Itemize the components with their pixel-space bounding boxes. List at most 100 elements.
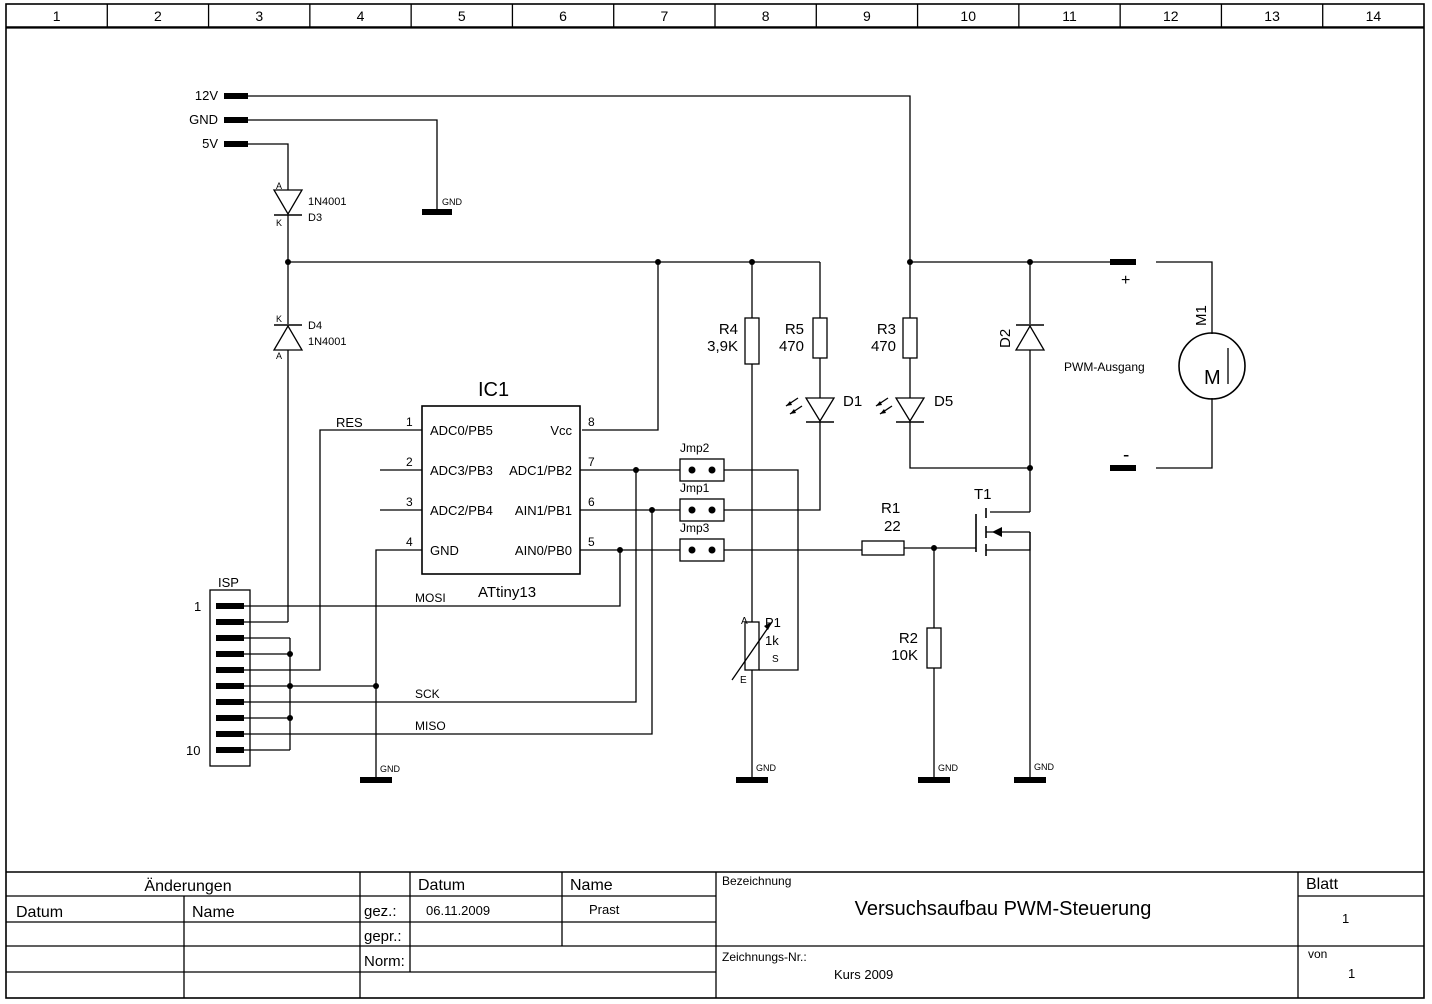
p1-a: A <box>741 616 748 627</box>
d4-ref: D4 <box>308 320 322 332</box>
d2-ref: D2 <box>997 329 1014 348</box>
r3-value: 470 <box>871 338 896 355</box>
rail-5v-label: 5V <box>202 136 218 151</box>
p1-value: 1k <box>765 633 779 648</box>
tb-gepr: gepr.: <box>364 928 402 945</box>
pwm-output-label: PWM-Ausgang <box>1064 360 1145 374</box>
ic1-pin6-name: AIN1/PB1 <box>515 503 572 518</box>
d4-type: 1N4001 <box>308 336 347 348</box>
r4-ref: R4 <box>719 321 738 338</box>
column-number-8: 8 <box>762 8 770 24</box>
transistor-t1: T1 GND <box>934 486 1055 783</box>
gnd-label-ic: GND <box>380 764 401 774</box>
ic1-pin4-num: 4 <box>406 535 413 549</box>
tb-zeichnungs-label: Zeichnungs-Nr.: <box>722 950 807 964</box>
jumper-jmp3 <box>679 538 725 562</box>
jumper-jmp3-label: Jmp3 <box>680 521 710 535</box>
isp-label: ISP <box>218 575 239 590</box>
d4-cathode: K <box>276 314 282 324</box>
column-number-14: 14 <box>1366 8 1382 24</box>
jumper-jmp2-label: Jmp2 <box>680 441 710 455</box>
ic1-pin1-name: ADC0/PB5 <box>430 423 493 438</box>
potentiometer-p1: P1 1k A E S GND <box>731 615 781 783</box>
tb-blatt: 1 <box>1342 911 1349 926</box>
p1-s: S <box>772 654 779 665</box>
led-d5: D5 <box>875 393 1030 469</box>
jumper-jmp1 <box>679 498 725 522</box>
tb-datum-header: Datum <box>418 877 465 894</box>
gnd-label-r2: GND <box>938 763 959 773</box>
diode-d4: K A D4 1N4001 <box>272 262 347 622</box>
output-minus: - <box>1123 445 1129 466</box>
ic1-pin2-num: 2 <box>406 455 413 469</box>
d3-cathode: K <box>276 218 282 228</box>
gnd-label-t1: GND <box>1034 762 1055 772</box>
tb-von-label: von <box>1308 947 1327 961</box>
resistor-r5: R5 470 <box>779 317 828 398</box>
ic1-pin6-num: 6 <box>588 495 595 509</box>
p1-e: E <box>740 675 747 686</box>
ic1-attiny13: IC1 ATtiny13 1 2 3 4 ADC0/PB5 ADC3/PB3 A… <box>380 379 680 601</box>
tb-name-header: Name <box>570 877 613 894</box>
ic1-pin1-num: 1 <box>406 415 413 429</box>
ic1-pin8-num: 8 <box>588 415 595 429</box>
ic1-ref: IC1 <box>478 379 509 401</box>
d3-ref: D3 <box>308 212 322 224</box>
column-number-6: 6 <box>559 8 567 24</box>
jumper-jmp2 <box>679 458 725 482</box>
r4-value: 3,9K <box>707 338 738 355</box>
supply-rails: 12V GND 5V GND <box>189 88 911 262</box>
title-block: Änderungen Datum Name Datum Name gez.: 0… <box>6 871 1424 998</box>
ic1-pin8-name: Vcc <box>550 423 572 438</box>
column-number-9: 9 <box>863 8 871 24</box>
r1-value: 22 <box>884 518 901 535</box>
jumper-jmp1-label: Jmp1 <box>680 481 710 495</box>
tb-datum-col: Datum <box>16 904 63 921</box>
ic1-body <box>421 405 581 575</box>
gnd-label-top: GND <box>442 197 463 207</box>
t1-ref: T1 <box>974 486 992 503</box>
net-res: RES <box>336 415 363 430</box>
resistor-r2: R2 10K GND <box>891 548 959 783</box>
tb-gez: gez.: <box>364 903 397 920</box>
d1-ref: D1 <box>843 393 862 410</box>
isp-nets: MOSI RES SCK MISO GND <box>244 415 653 783</box>
d3-type: 1N4001 <box>308 196 347 208</box>
tb-aenderungen: Änderungen <box>144 877 231 895</box>
vcc-bus <box>285 259 821 431</box>
diode-d3: A K 1N4001 D3 <box>272 181 347 262</box>
resistor-r1: R1 22 <box>861 500 937 556</box>
d3-anode: A <box>276 181 282 191</box>
rail-12v-label: 12V <box>195 88 218 103</box>
gnd-label-pot: GND <box>756 763 777 773</box>
r2-ref: R2 <box>899 630 918 647</box>
resistor-r4: R4 3,9K <box>707 317 760 622</box>
isp-pin-last: 10 <box>186 743 200 758</box>
ic1-pin4-name: GND <box>430 543 459 558</box>
r5-value: 470 <box>779 338 804 355</box>
isp-pin-first: 1 <box>194 599 201 614</box>
net-mosi: MOSI <box>415 591 446 605</box>
r2-value: 10K <box>891 647 918 664</box>
motor-output: + - PWM-Ausgang D2 M M1 <box>910 259 1246 512</box>
ic1-type: ATtiny13 <box>478 584 536 601</box>
resistor-r3: R3 470 <box>871 259 918 398</box>
ic1-pin3-num: 3 <box>406 495 413 509</box>
tb-bezeichnung: Versuchsaufbau PWM-Steuerung <box>855 898 1152 920</box>
tb-bezeichnung-label: Bezeichnung <box>722 874 791 888</box>
column-number-1: 1 <box>53 8 61 24</box>
r3-ref: R3 <box>877 321 896 338</box>
ic1-pin2-name: ADC3/PB3 <box>430 463 493 478</box>
d4-anode: A <box>276 351 282 361</box>
column-number-10: 10 <box>960 8 976 24</box>
p1-ref: P1 <box>765 615 781 630</box>
ic1-pin3-name: ADC2/PB4 <box>430 503 493 518</box>
motor-symbol: M <box>1204 367 1221 389</box>
tb-name-col: Name <box>192 904 235 921</box>
net-miso: MISO <box>415 719 446 733</box>
ic1-pin5-name: AIN0/PB0 <box>515 543 572 558</box>
isp-connector: ISP 1 10 <box>186 575 251 767</box>
column-number-11: 11 <box>1062 8 1077 24</box>
